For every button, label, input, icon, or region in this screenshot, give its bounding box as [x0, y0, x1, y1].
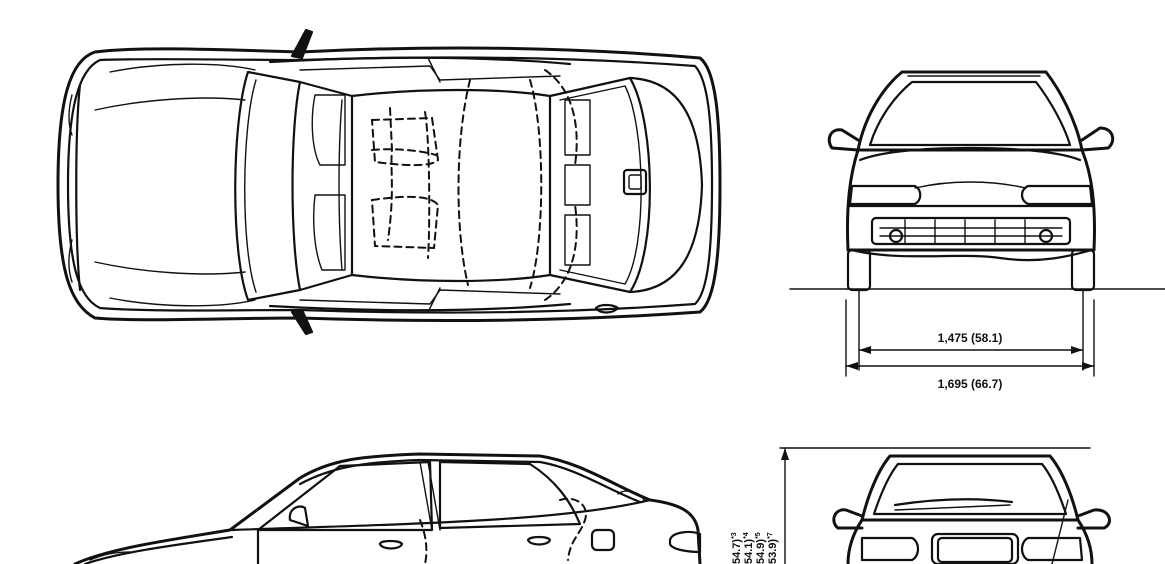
height-variant-1: 54.7)*3	[731, 532, 743, 564]
tread-dimension-label: 1,475 (58.1)	[938, 331, 1003, 345]
height-dimension-line	[779, 447, 1091, 564]
height-variant-3: 54.9)*5	[755, 532, 767, 564]
rear-view	[832, 454, 1111, 564]
top-view	[56, 28, 722, 336]
front-view	[789, 70, 1165, 377]
overall-width-label: 1,695 (66.7)	[938, 377, 1003, 391]
side-view	[73, 452, 702, 564]
height-variant-2: 54.1)*4	[743, 532, 755, 564]
height-variant-4: 53.9)*7	[767, 532, 779, 564]
height-variant-labels: 54.7)*3 54.1)*4 54.9)*5 53.9)*7	[731, 532, 779, 564]
